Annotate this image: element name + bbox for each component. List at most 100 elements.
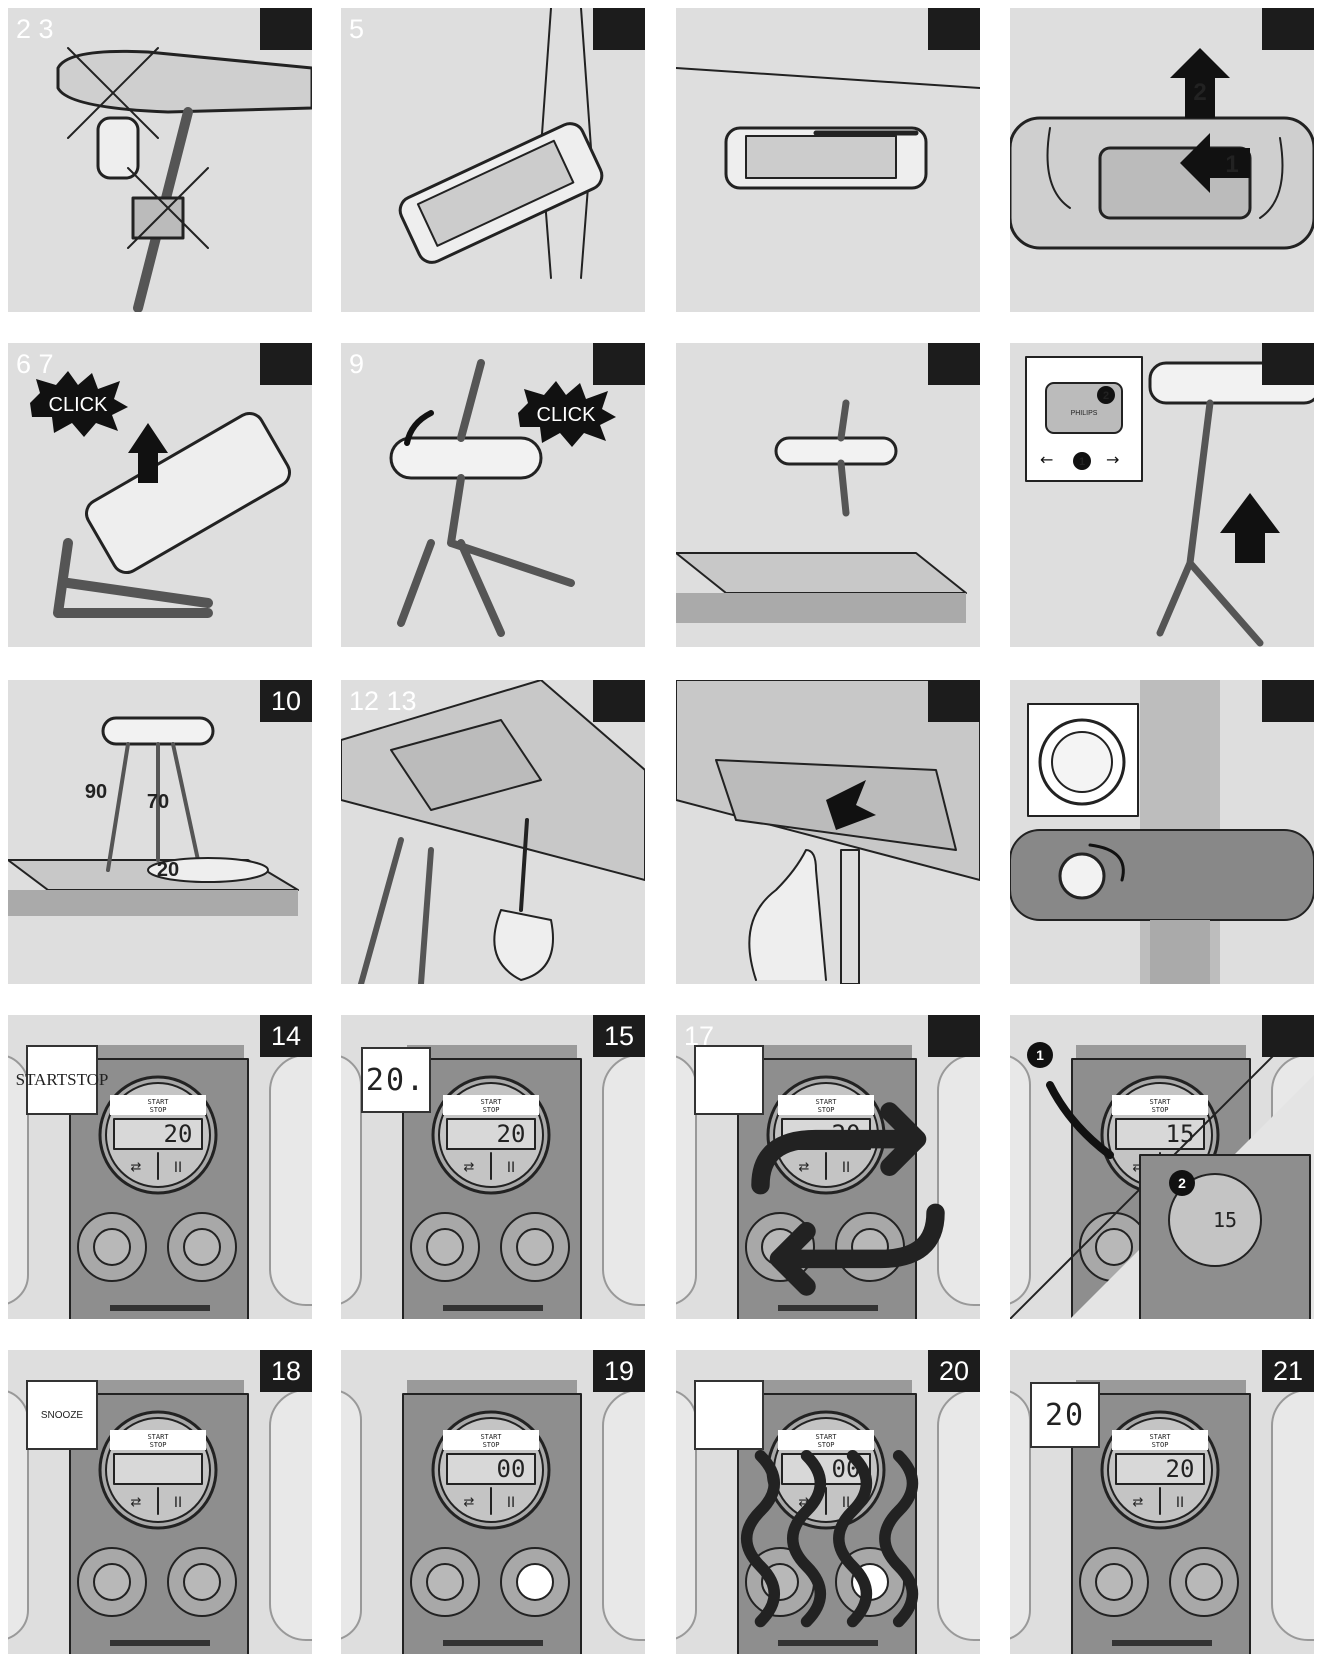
step-number-badge	[928, 680, 980, 722]
ghost-step-number: 6 7	[16, 349, 54, 379]
panel-illustration	[676, 680, 980, 984]
step-number-badge: 21	[1262, 1350, 1314, 1392]
arrow-right-icon: →	[1106, 450, 1119, 469]
pause-icon: II	[507, 1495, 515, 1511]
pause-icon: II	[1176, 1495, 1184, 1511]
panel-illustration: CLICK	[30, 371, 291, 618]
start-stop-label: START	[147, 1098, 169, 1106]
repeat-icon: ⇄	[131, 1495, 142, 1510]
repeat-icon: ⇄	[464, 1160, 475, 1175]
ghost-step-number: 12 13	[349, 686, 417, 716]
start-stop-label: STOP	[483, 1441, 500, 1449]
step-callout: 20	[1030, 1382, 1100, 1448]
step-number-badge	[1262, 1015, 1314, 1057]
start-stop-label: START	[1149, 1433, 1171, 1441]
panel-illustration	[398, 8, 604, 279]
step-number-badge	[593, 343, 645, 385]
start-stop-label: START	[815, 1098, 837, 1106]
distance-label: 70	[147, 791, 169, 813]
panel-illustration	[676, 67, 980, 190]
lcd-display: 15	[1213, 1208, 1237, 1232]
step-number-badge	[593, 680, 645, 722]
instruction-panel: 90 70 20 10	[8, 680, 312, 984]
instruction-panel	[676, 8, 980, 312]
step-number-badge: 19	[593, 1350, 645, 1392]
repeat-icon: ⇄	[1133, 1160, 1144, 1175]
instruction-panel	[676, 343, 980, 647]
step-number-badge: 14	[260, 1015, 312, 1057]
callout-line: STOP	[67, 1070, 109, 1090]
heat-waves-icon	[741, 1449, 919, 1628]
instruction-panel	[676, 680, 980, 984]
distance-label: 20	[157, 859, 179, 881]
lcd-display: 00	[497, 1455, 526, 1483]
pause-icon: II	[842, 1160, 850, 1176]
start-stop-label: START	[1149, 1098, 1171, 1106]
lcd-display: 15	[1166, 1120, 1195, 1148]
step-number-badge	[1262, 8, 1314, 50]
start-stop-label: START	[815, 1433, 837, 1441]
step-number-badge	[260, 8, 312, 50]
repeat-icon	[751, 1102, 945, 1296]
brand-label: PHILIPS	[1071, 410, 1098, 417]
repeat-icon: ⇄	[1133, 1495, 1144, 1510]
step-number-badge	[260, 343, 312, 385]
arrow-label: 2	[1193, 79, 1206, 106]
instruction-panel: 2 3	[8, 8, 312, 312]
start-stop-label: START	[147, 1433, 169, 1441]
start-stop-label: START	[480, 1433, 502, 1441]
step-number-badge	[593, 8, 645, 50]
pause-icon: II	[842, 1495, 850, 1511]
callout-line: START	[15, 1070, 68, 1090]
panel-illustration	[341, 680, 645, 984]
arrow-label: 1	[1225, 151, 1238, 178]
step-callout-number: 2	[1103, 390, 1109, 402]
start-stop-label: STOP	[818, 1441, 835, 1449]
ghost-step-number: 5	[349, 14, 365, 44]
arrow-left-icon: ←	[1040, 450, 1053, 469]
step-callout: 20.	[361, 1047, 431, 1113]
instruction-panel: 5	[341, 8, 645, 312]
start-stop-label: START	[480, 1098, 502, 1106]
click-label: CLICK	[537, 404, 597, 426]
step-number-badge	[1262, 680, 1314, 722]
distance-label: 90	[85, 781, 107, 803]
step-number-badge	[928, 343, 980, 385]
ghost-step-number: 2 3	[16, 14, 54, 44]
pause-icon: II	[174, 1160, 182, 1176]
instruction-panel: 12 13	[341, 680, 645, 984]
step-callout	[694, 1380, 919, 1628]
step-number-badge	[928, 8, 980, 50]
panel-illustration: CLICK	[389, 359, 616, 637]
start-stop-label: STOP	[818, 1106, 835, 1114]
pause-icon: II	[174, 1495, 182, 1511]
step-number-badge	[1262, 343, 1314, 385]
lcd-display: 20	[497, 1120, 526, 1148]
panel-illustration: 21	[1010, 48, 1314, 250]
panel-illustration	[56, 47, 312, 312]
start-stop-label: STOP	[1152, 1441, 1169, 1449]
step-number-badge: 20	[928, 1350, 980, 1392]
panel-illustration: 90 70 20	[8, 716, 299, 916]
lcd-display: 20	[164, 1120, 193, 1148]
repeat-icon: ⇄	[464, 1495, 475, 1510]
panel-illustration	[1010, 680, 1314, 984]
step-callout	[694, 1045, 945, 1296]
step-number-badge: 10	[260, 680, 312, 722]
start-stop-label: STOP	[150, 1106, 167, 1114]
repeat-icon: ⇄	[799, 1495, 810, 1510]
